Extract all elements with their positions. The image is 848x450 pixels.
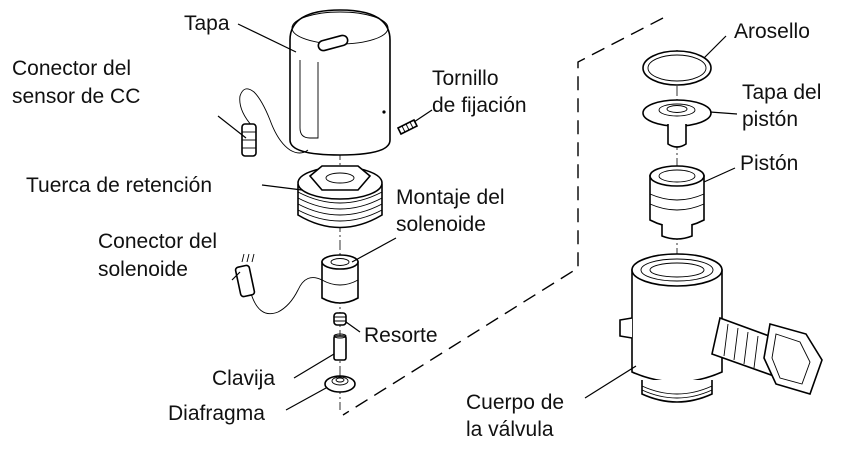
label-valve-body-line2: la válvula (466, 418, 554, 441)
label-pin: Clavija (212, 367, 276, 390)
valve-body-part (619, 253, 823, 403)
piston-part (649, 165, 705, 240)
retaining-nut-part (297, 165, 383, 229)
label-solenoid-connector-line1: Conector del (98, 230, 218, 253)
label-retaining-nut: Tuerca de retención (26, 174, 212, 197)
label-diaphragm: Diafragma (168, 402, 265, 425)
label-piston-cap-line1: Tapa del (742, 81, 822, 104)
piston-cap-part (642, 99, 712, 148)
label-dc-sensor-connector-line2: sensor de CC (12, 85, 141, 108)
o-ring-part (642, 50, 712, 86)
set-screw-part (396, 118, 419, 136)
label-tapa: Tapa (184, 12, 230, 35)
cap-part (289, 9, 391, 156)
leader-lines (217, 23, 738, 411)
solenoid-assembly-part (321, 254, 359, 304)
label-solenoid-assembly-line1: Montaje del (396, 186, 505, 209)
spring-part (333, 312, 347, 326)
label-spring: Resorte (364, 324, 438, 347)
label-piston: Pistón (740, 152, 799, 175)
diaphragm-part (324, 375, 356, 393)
label-o-ring: Arosello (734, 20, 810, 43)
label-solenoid-assembly-line2: solenoide (396, 213, 486, 236)
solenoid-connector-part (234, 253, 323, 315)
sensor-connector-part (239, 88, 309, 157)
label-solenoid-connector-line2: solenoide (98, 258, 188, 281)
pin-part (333, 333, 347, 361)
label-set-screw-line1: Tornillo (432, 67, 499, 90)
label-piston-cap-line2: pistón (742, 108, 799, 131)
label-set-screw-line2: de fijación (432, 94, 527, 117)
label-valve-body-line1: Cuerpo de (466, 391, 565, 414)
label-dc-sensor-connector-line1: Conector del (12, 57, 132, 80)
separator-dashed-line (342, 17, 664, 416)
